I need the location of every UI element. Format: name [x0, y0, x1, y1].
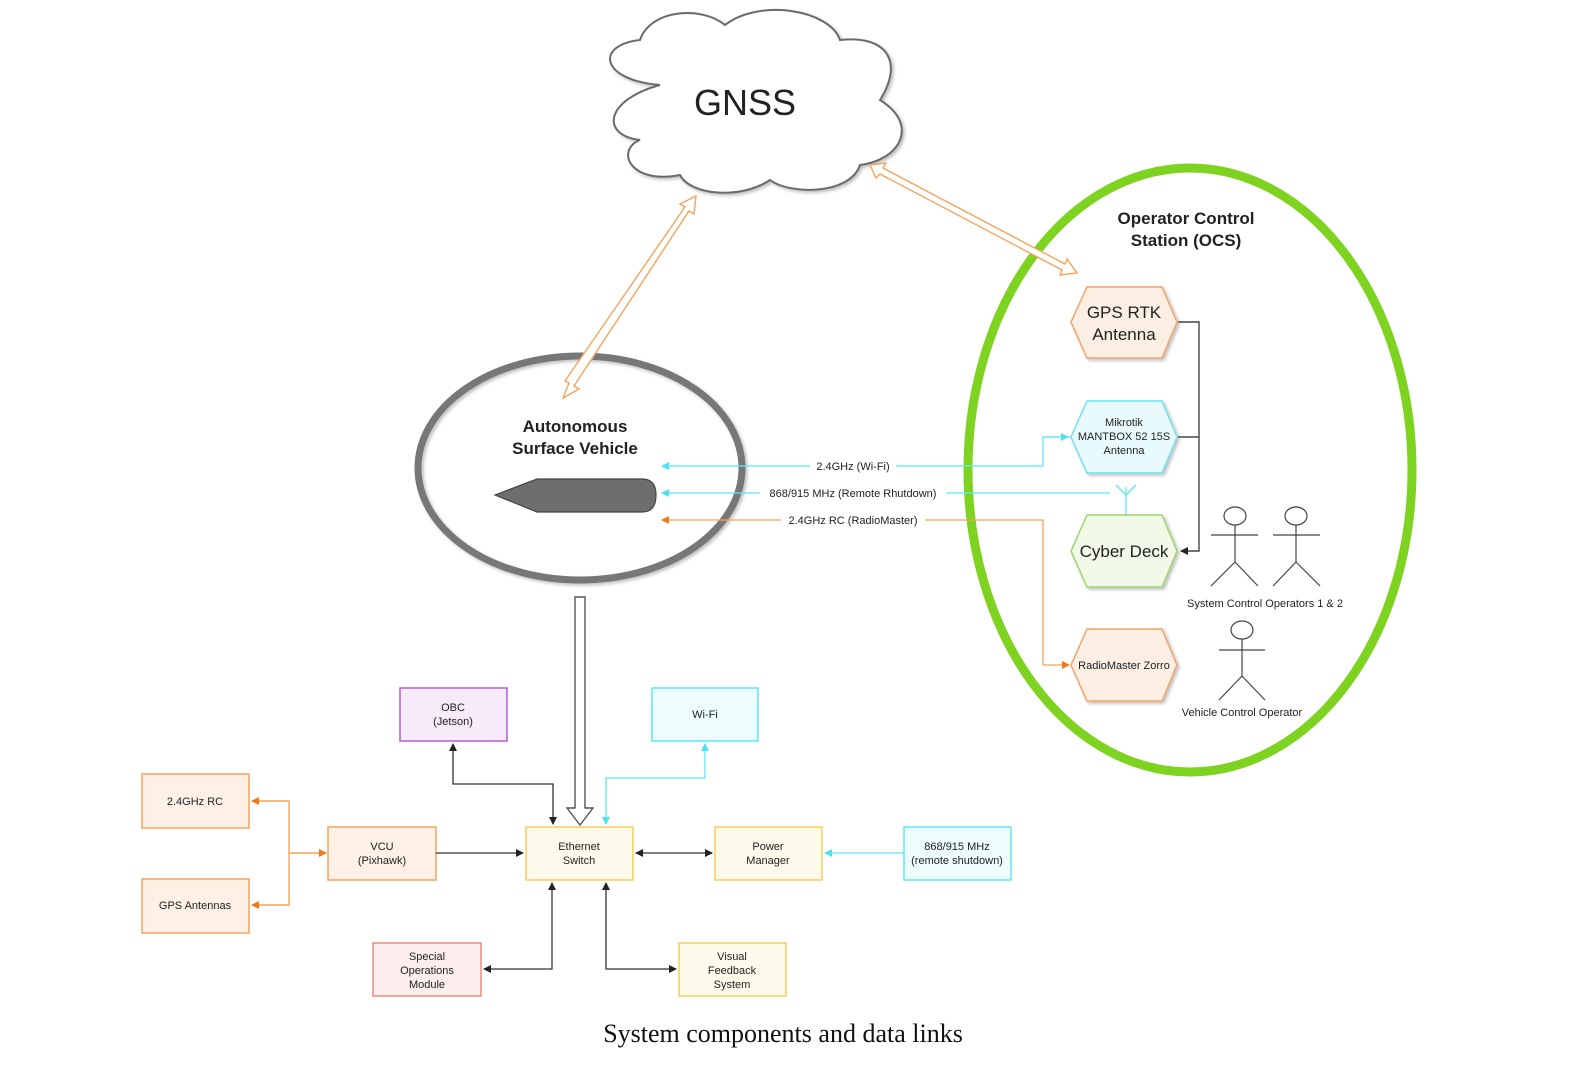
rc-24ghz-block[interactable]: 2.4GHz RC: [141, 773, 250, 829]
special-ops-label-line1: Special: [409, 951, 445, 963]
antenna-icon: [1115, 484, 1137, 515]
vcu-peripherals-connector: [251, 797, 327, 909]
obc-block[interactable]: OBC (Jetson): [399, 687, 508, 742]
gps-antennas-block[interactable]: GPS Antennas: [141, 878, 250, 934]
gps-rtk-line2: Antenna: [1092, 325, 1156, 344]
special-ops-label-line2: Operations: [400, 965, 454, 977]
switch-visualfeedback-connector: [602, 882, 677, 973]
mikrotik-line3: Antenna: [1104, 445, 1146, 457]
shutdown-radio-label-line1: 868/915 MHz: [924, 841, 989, 853]
vehicle-operator-icon: [1218, 620, 1266, 701]
ethernet-switch-block[interactable]: Ethernet Switch: [525, 826, 634, 881]
rc-24ghz-label: 2.4GHz RC: [167, 796, 223, 808]
radiomaster-zorro-node[interactable]: RadioMaster Zorro: [1070, 628, 1178, 702]
rc-link-label: 2.4GHz RC (RadioMaster): [789, 515, 918, 527]
shutdown-radio-label-line2: (remote shutdown): [911, 855, 1003, 867]
asv-title-line2: Surface Vehicle: [512, 439, 638, 458]
mikrotik-line1: Mikrotik: [1105, 417, 1143, 429]
system-operators-label: System Control Operators 1 & 2: [1187, 598, 1343, 610]
wifi-switch-connector: [602, 744, 706, 825]
visual-feedback-block[interactable]: Visual Feedback System: [678, 942, 787, 997]
ocs-bus-connector: [1178, 321, 1200, 555]
gps-rtk-line1: GPS RTK: [1087, 303, 1162, 322]
special-ops-label-line3: Module: [409, 979, 445, 991]
obc-label-line2: (Jetson): [433, 716, 473, 728]
visual-feedback-label-line3: System: [714, 979, 751, 991]
obc-label-line1: OBC: [441, 702, 465, 714]
special-ops-block[interactable]: Special Operations Module: [372, 942, 482, 997]
cyber-deck-node[interactable]: Cyber Deck: [1070, 514, 1178, 588]
asv-boundary: [414, 352, 746, 584]
power-manager-block[interactable]: Power Manager: [714, 826, 823, 881]
figure-caption: System components and data links: [603, 1019, 963, 1048]
vehicle-operator-label: Vehicle Control Operator: [1182, 707, 1303, 719]
gnss-ocs-link: [868, 162, 1079, 276]
system-operator-2-icon: [1272, 506, 1321, 587]
vcu-block[interactable]: VCU (Pixhawk): [327, 826, 437, 881]
ethernet-switch-label-line1: Ethernet: [558, 841, 600, 853]
mikrotik-antenna-node[interactable]: Mikrotik MANTBOX 52 15S Antenna: [1070, 400, 1178, 474]
gnss-label: GNSS: [694, 82, 796, 123]
obc-switch-connector: [449, 743, 557, 825]
gnss-asv-link: [561, 194, 697, 400]
rc-link: 2.4GHz RC (RadioMaster): [661, 513, 1070, 669]
switch-specialops-connector: [483, 882, 556, 973]
cyber-deck-label: Cyber Deck: [1080, 542, 1169, 561]
wifi-arrowhead: [701, 743, 709, 751]
gps-rtk-antenna-node[interactable]: GPS RTK Antenna: [1070, 286, 1178, 359]
power-manager-label-line1: Power: [752, 841, 784, 853]
ocs-boundary: [963, 163, 1417, 777]
power-manager-label-line2: Manager: [746, 855, 790, 867]
wifi-link-label: 2.4GHz (Wi-Fi): [816, 461, 889, 473]
mikrotik-line2: MANTBOX 52 15S: [1078, 431, 1170, 443]
vcu-label-line1: VCU: [370, 841, 393, 853]
wifi-block[interactable]: Wi-Fi: [651, 687, 759, 742]
radiomaster-label: RadioMaster Zorro: [1078, 660, 1170, 672]
gps-antennas-label: GPS Antennas: [159, 900, 232, 912]
asv-title-line1: Autonomous: [523, 417, 628, 436]
boat-icon: [493, 478, 657, 513]
ocs-title-line2: Station (OCS): [1131, 231, 1242, 250]
wifi-block-label: Wi-Fi: [692, 709, 718, 721]
vcu-label-line2: (Pixhawk): [358, 855, 406, 867]
gnss-cloud: GNSS: [609, 8, 903, 194]
ocs-title-line1: Operator Control: [1118, 209, 1255, 228]
system-operator-1-icon: [1210, 506, 1259, 587]
asv-internal-arrow: [565, 596, 595, 827]
visual-feedback-label-line2: Feedback: [708, 965, 757, 977]
shutdown-radio-block[interactable]: 868/915 MHz (remote shutdown): [903, 826, 1012, 881]
remote-shutdown-link: 868/915 MHz (Remote Rhutdown): [661, 486, 1110, 500]
wifi-link: 2.4GHz (Wi-Fi): [661, 433, 1070, 473]
visual-feedback-label-line1: Visual: [717, 951, 747, 963]
remote-shutdown-link-label: 868/915 MHz (Remote Rhutdown): [770, 488, 937, 500]
ethernet-switch-label-line2: Switch: [563, 855, 595, 867]
